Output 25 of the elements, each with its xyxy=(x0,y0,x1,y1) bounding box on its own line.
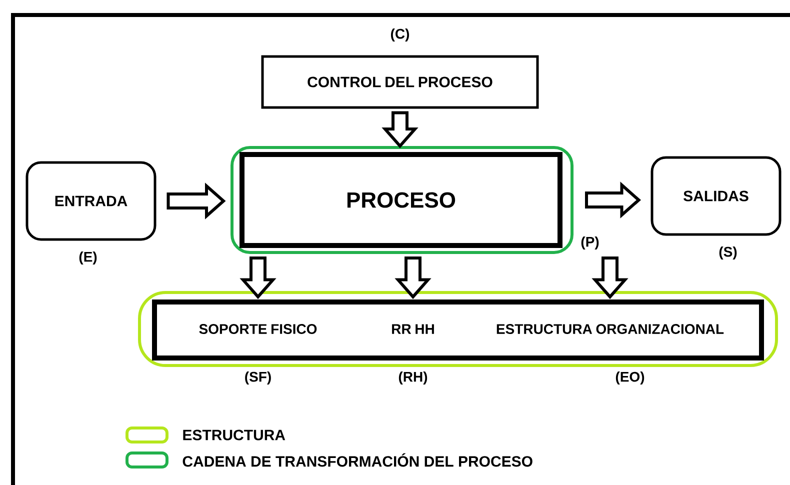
node-caption: (S) xyxy=(719,246,737,260)
block-arrow xyxy=(240,256,276,300)
rounded-box: SALIDAS xyxy=(650,156,782,236)
rounded-box: ENTRADA xyxy=(26,161,156,241)
node-caption: (EO) xyxy=(616,371,644,385)
resource-label: ESTRUCTURA ORGANIZACIONAL xyxy=(496,324,724,334)
node-caption: (RH) xyxy=(398,371,428,385)
node-caption: (P) xyxy=(581,236,599,250)
block-arrow xyxy=(166,182,226,220)
legend-text: ESTRUCTURA xyxy=(183,430,286,440)
chain-outline xyxy=(230,146,574,254)
resource-label: RR HH xyxy=(392,324,434,334)
block-arrow xyxy=(592,256,628,300)
node-caption: (C) xyxy=(390,28,410,42)
process-box: CONTROL DEL PROCESO xyxy=(261,55,539,109)
node-caption: (SF) xyxy=(245,371,271,385)
block-arrow xyxy=(394,256,432,300)
block-arrow xyxy=(585,182,642,218)
resource-bar xyxy=(152,300,764,360)
resource-label: SOPORTE FISICO xyxy=(199,324,317,334)
legend-text: CADENA DE TRANSFORMACIÓN DEL PROCESO xyxy=(182,453,532,467)
process-box: PROCESO xyxy=(240,152,562,248)
structure-outline xyxy=(138,291,778,367)
node-caption: (E) xyxy=(79,251,97,265)
block-arrow xyxy=(382,111,418,148)
